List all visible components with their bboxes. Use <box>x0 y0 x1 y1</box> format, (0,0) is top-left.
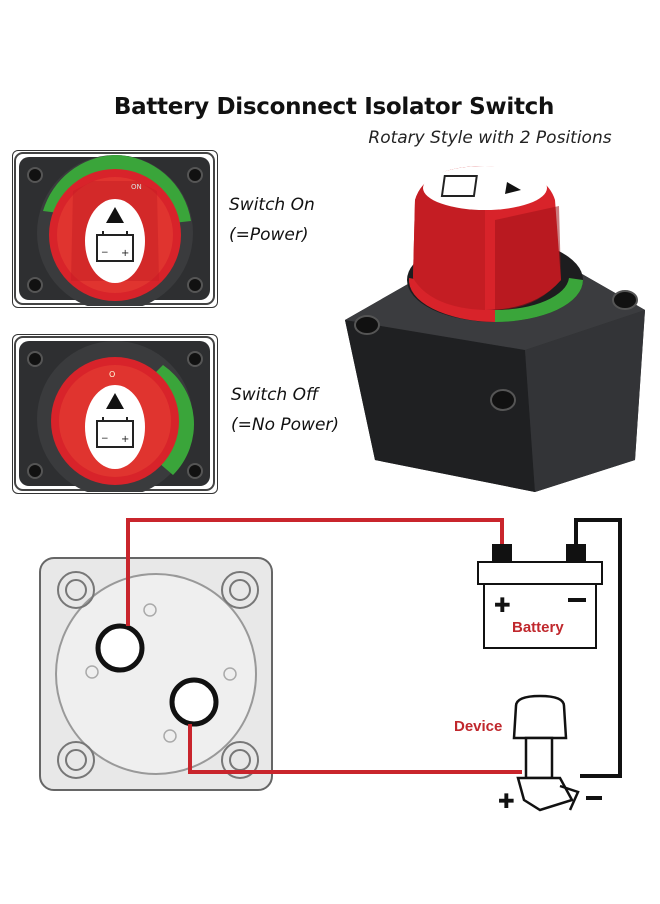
switch-on-photo: − + ON <box>12 150 218 308</box>
switch-off-label-line2: (=No Power) <box>231 415 340 435</box>
switch-off-label-line1: Switch Off <box>231 385 319 405</box>
page-subtitle: Rotary Style with 2 Positions <box>368 128 612 148</box>
device-plus-icon: ✚ <box>498 789 515 813</box>
switch-off-label: Switch Off (=No Power) <box>231 380 339 440</box>
switch-on-label-line2: (=Power) <box>229 225 309 245</box>
svg-text:−: − <box>101 434 109 444</box>
svg-text:+: + <box>121 248 129 259</box>
switch-on-dial-icon: − + ON <box>14 152 215 306</box>
switch-off-dial-icon: − + O <box>14 336 215 492</box>
device-minus-icon <box>586 796 602 800</box>
svg-text:−: − <box>101 248 109 258</box>
wiring-diagram: ✚ ✚ <box>39 518 622 813</box>
switch-on-label-line1: Switch On <box>229 195 315 215</box>
svg-text:+: + <box>121 434 129 445</box>
isolator-switch-product-icon <box>345 166 645 492</box>
page-title: Battery Disconnect Isolator Switch <box>113 94 555 120</box>
battery-minus-icon <box>568 598 586 602</box>
switch-on-label: Switch On (=Power) <box>229 190 315 250</box>
switch-off-photo: − + O <box>12 334 218 494</box>
svg-text:ON: ON <box>131 183 142 191</box>
battery-label: Battery <box>512 619 564 636</box>
battery-plus-icon: ✚ <box>494 593 511 617</box>
device-label: Device <box>454 718 503 735</box>
svg-text:O: O <box>109 370 115 379</box>
